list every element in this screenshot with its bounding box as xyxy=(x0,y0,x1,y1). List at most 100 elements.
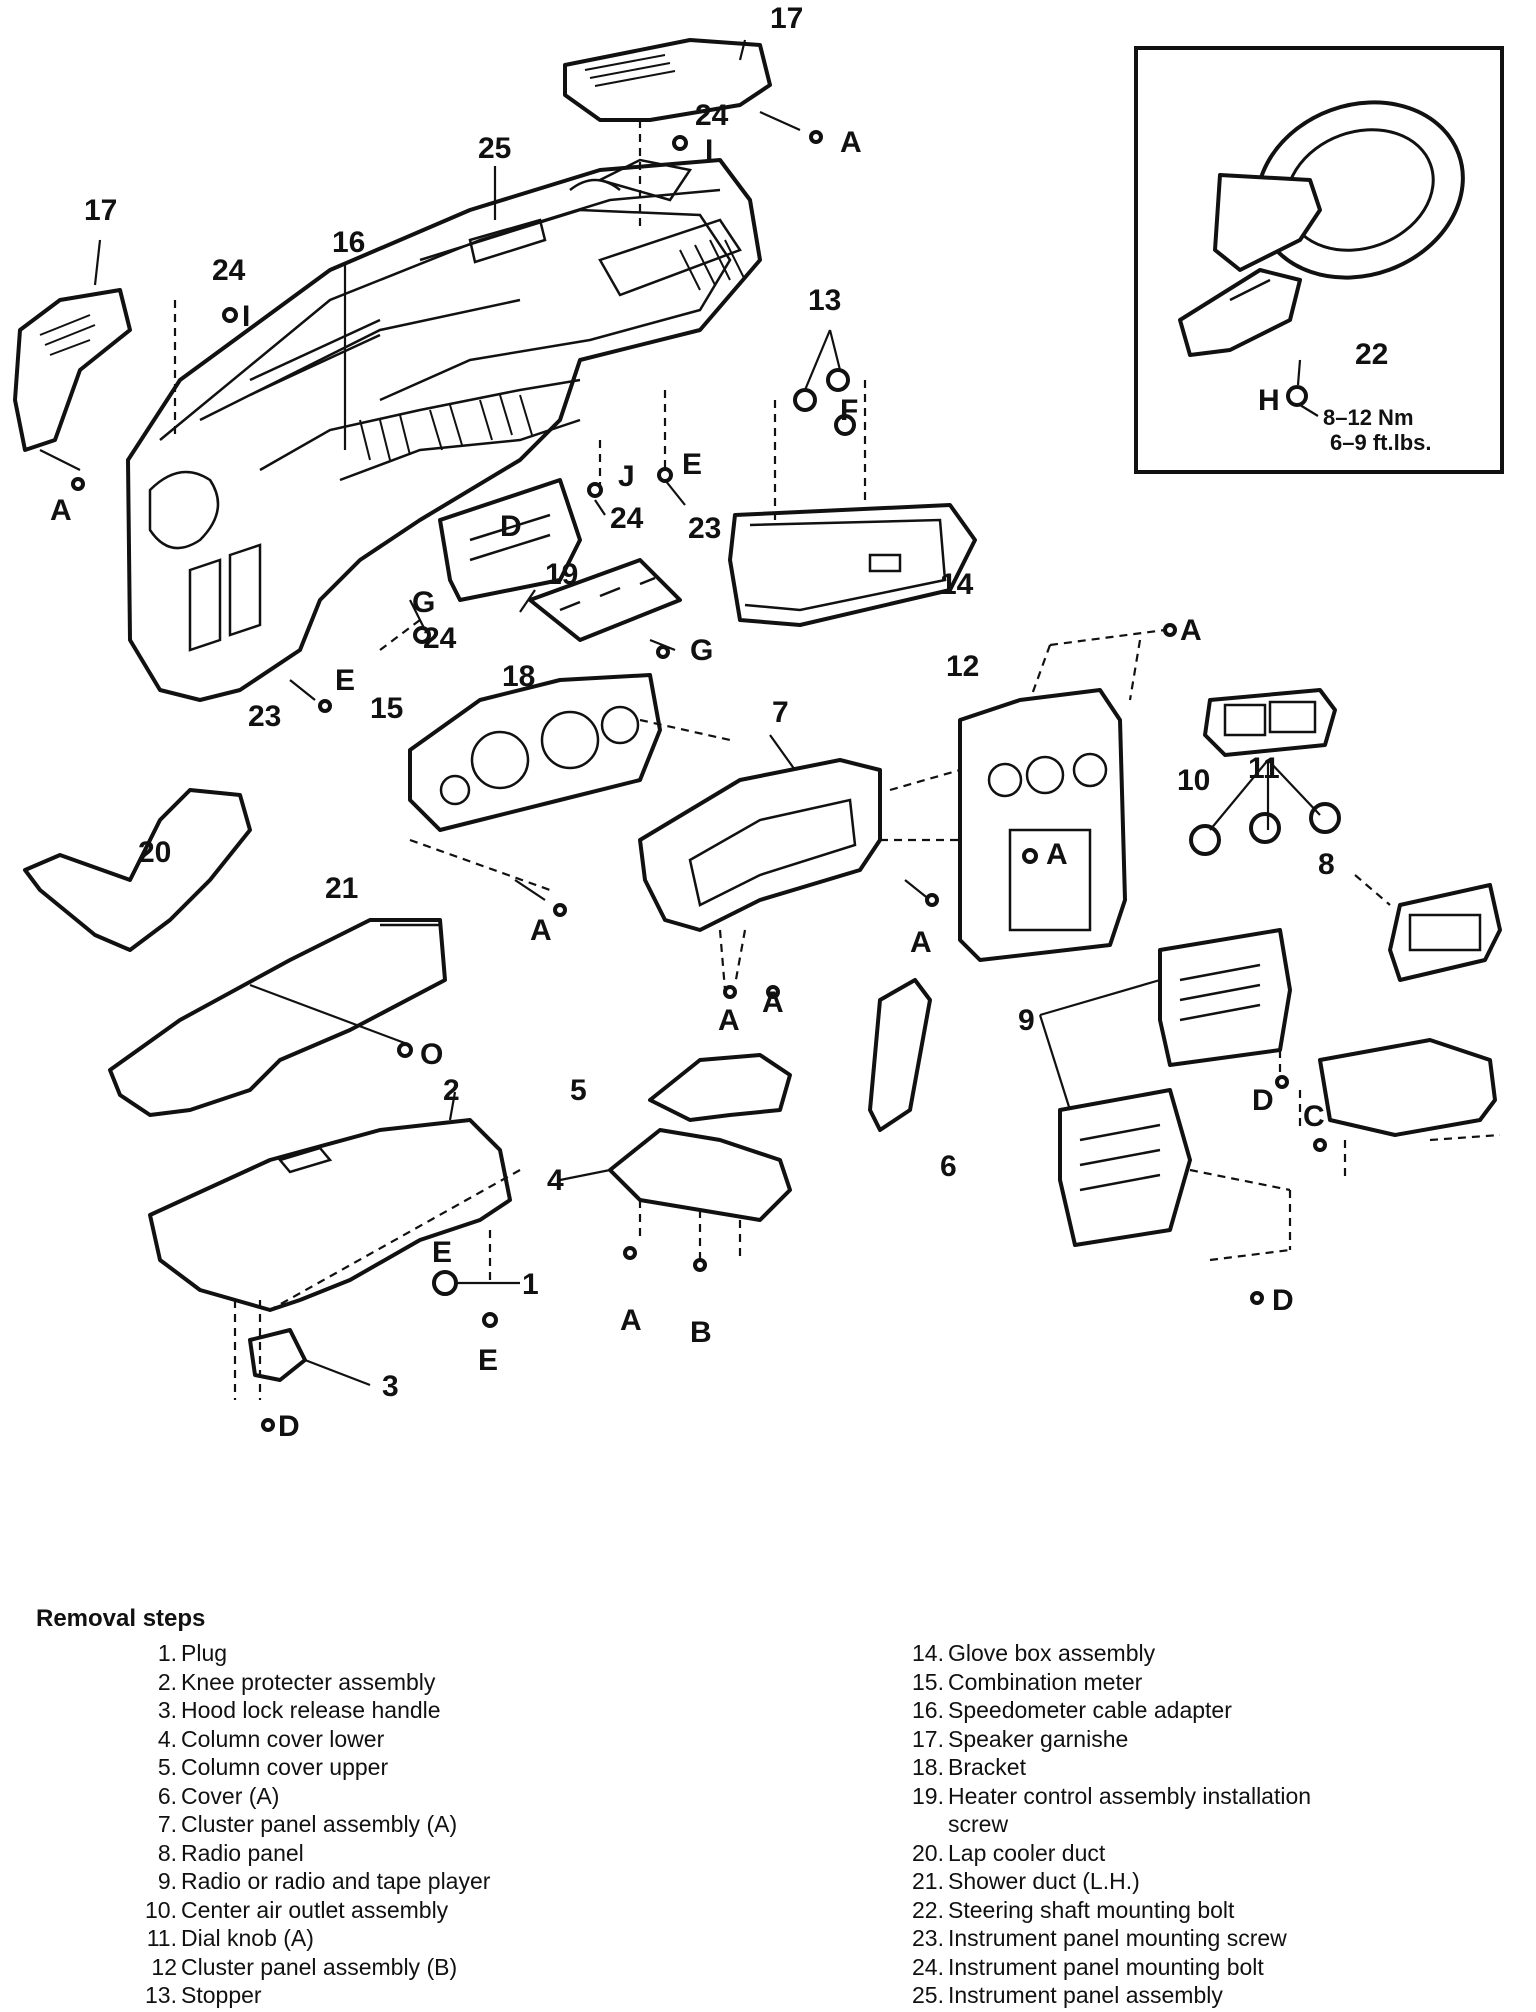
step-text: Knee protecter assembly xyxy=(181,1668,436,1695)
step-number: 24. xyxy=(912,1953,944,1980)
callout-f: F xyxy=(840,394,858,427)
removal-steps-title: Removal steps xyxy=(36,1605,206,1632)
callout-1: 1 xyxy=(522,1268,539,1301)
removal-step: 18.Bracket xyxy=(906,1753,1506,1782)
speaker-garnish-top xyxy=(563,38,772,122)
callout-a: A xyxy=(530,914,552,947)
cluster-panel-assembly-a xyxy=(638,758,882,932)
removal-step: 4.Column cover lower xyxy=(139,1725,699,1754)
callout-13: 13 xyxy=(808,284,841,317)
removal-step: 14.Glove box assembly xyxy=(906,1639,1506,1668)
step-number: 9. xyxy=(157,1868,177,1894)
removal-step: 24.Instrument panel mounting bolt xyxy=(906,1953,1506,1982)
callout-24: 24 xyxy=(212,254,246,287)
radio-unit-lower xyxy=(1058,1088,1192,1247)
removal-step: 8.Radio panel xyxy=(139,1839,699,1868)
callout-g: G xyxy=(690,634,713,667)
bracket xyxy=(528,558,682,642)
callout-e: E xyxy=(682,448,702,481)
step-text: Cluster panel assembly (B) xyxy=(181,1953,458,1980)
callout-23: 23 xyxy=(688,512,721,545)
step-text: Instrument panel assembly xyxy=(948,1982,1223,2008)
inset-frame xyxy=(1134,46,1504,474)
callout-d: D xyxy=(1272,1284,1294,1317)
callout-16: 16 xyxy=(332,226,365,259)
step-text: Column cover lower xyxy=(181,1725,385,1752)
torque-spec-ftlbs: 6–9 ft.lbs. xyxy=(1330,430,1431,455)
step-text: Cluster panel assembly (A) xyxy=(181,1811,458,1837)
step-text: Shower duct (L.H.) xyxy=(948,1868,1140,1894)
callout-a: A xyxy=(718,1004,740,1037)
step-number: 23. xyxy=(912,1925,944,1951)
removal-step: 11.Dial knob (A) xyxy=(139,1924,699,1953)
callout-24: 24 xyxy=(423,622,457,655)
callout-18: 18 xyxy=(502,660,535,693)
fasteners xyxy=(71,130,1327,1432)
removal-step: 2.Knee protecter assembly xyxy=(139,1668,699,1697)
callout-o: O xyxy=(420,1038,443,1071)
callout-g: G xyxy=(412,586,435,619)
callout-b: B xyxy=(690,1316,712,1349)
callout-3: 3 xyxy=(382,1370,399,1403)
removal-step: 21.Shower duct (L.H.) xyxy=(906,1867,1506,1896)
removal-step: 20.Lap cooler duct xyxy=(906,1839,1506,1868)
instrument-panel-assembly xyxy=(126,158,762,702)
removal-step: 1.Plug xyxy=(139,1639,699,1668)
heater-control-assembly xyxy=(438,478,582,602)
callout-17: 17 xyxy=(770,2,803,35)
speaker-garnish-left xyxy=(13,288,132,452)
removal-step: 16.Speedometer cable adapter xyxy=(906,1696,1506,1725)
step-text: Column cover upper xyxy=(181,1754,389,1780)
step-number: 22. xyxy=(912,1896,944,1923)
step-number: 11. xyxy=(146,1925,177,1951)
step-number: 13. xyxy=(145,1982,177,2008)
radio-unit-upper xyxy=(1158,928,1292,1067)
combination-meter xyxy=(408,673,662,832)
step-text: Plug xyxy=(181,1640,228,1666)
step-text: Steering shaft mounting bolt xyxy=(948,1896,1235,1923)
callout-d: D xyxy=(278,1410,300,1440)
step-number: 12 xyxy=(151,1953,177,1980)
step-number: 14. xyxy=(912,1640,944,1666)
step-text: Dial knob (A) xyxy=(181,1925,314,1951)
callout-a: A xyxy=(840,126,862,159)
removal-step: 5.Column cover upper xyxy=(139,1753,699,1782)
removal-step: 3.Hood lock release handle xyxy=(139,1696,699,1725)
inset-callout-h: H xyxy=(1258,384,1280,417)
callout-i: I xyxy=(242,300,250,333)
removal-step: 13.Stopper xyxy=(139,1981,699,2010)
callout-a: A xyxy=(1046,838,1068,871)
removal-step: 23.Instrument panel mounting screw xyxy=(906,1924,1506,1953)
step-text: Heater control assembly installation xyxy=(948,1782,1312,1809)
glove-box-assembly xyxy=(728,503,977,627)
callout-9: 9 xyxy=(1018,1004,1035,1037)
step-text: Center air outlet assembly xyxy=(181,1896,449,1923)
step-text: Radio panel xyxy=(181,1839,304,1866)
removal-step: 25.Instrument panel assembly xyxy=(906,1981,1506,2010)
knee-protecter-assembly xyxy=(148,1118,512,1312)
callout-12: 12 xyxy=(946,650,979,683)
callout-19: 19 xyxy=(545,558,578,591)
callout-8: 8 xyxy=(1318,848,1335,881)
step-number: 2. xyxy=(157,1668,177,1695)
removal-step: 7.Cluster panel assembly (A) xyxy=(139,1810,699,1839)
step-number: 7. xyxy=(157,1811,177,1837)
callout-a: A xyxy=(1180,614,1202,647)
callout-21: 21 xyxy=(325,872,358,905)
step-number: 20. xyxy=(912,1839,944,1866)
step-number: 17. xyxy=(912,1725,944,1752)
removal-step: 6.Cover (A) xyxy=(139,1782,699,1811)
leader-lines xyxy=(39,39,1501,1400)
step-text: Cover (A) xyxy=(181,1782,280,1809)
steering-column-inset xyxy=(1134,46,1504,474)
callout-25: 25 xyxy=(478,132,511,165)
step-number: 18. xyxy=(912,1754,944,1780)
step-text: Speaker garnishe xyxy=(948,1725,1129,1752)
center-air-outlet-assembly xyxy=(1203,688,1337,757)
step-number: 10. xyxy=(145,1896,177,1923)
removal-step: 22.Steering shaft mounting bolt xyxy=(906,1896,1506,1925)
inset-callout-22: 22 xyxy=(1355,338,1388,371)
callout-a: A xyxy=(620,1304,642,1337)
